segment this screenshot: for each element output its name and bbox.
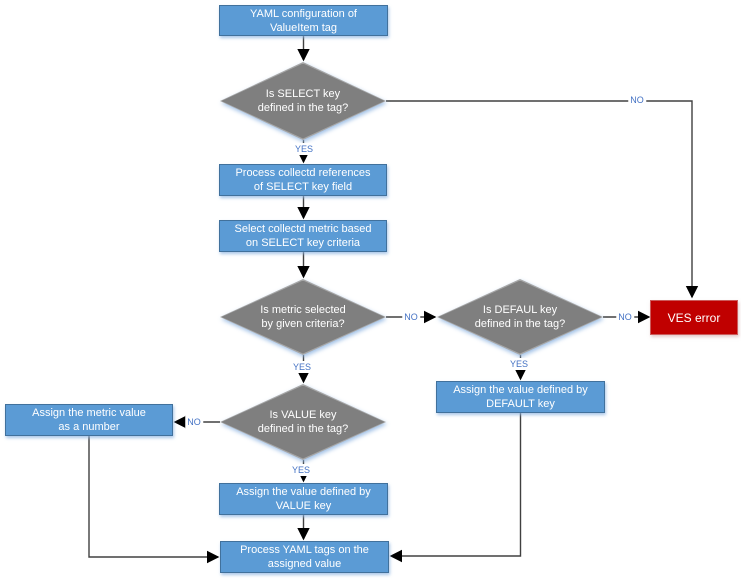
- edge-label-metric-yes: YES: [290, 361, 314, 373]
- edge-label-select-yes: YES: [292, 143, 316, 155]
- connector-assigndefault-to-processtags: [389, 413, 522, 563]
- edge-label-metric-no: NO: [402, 311, 420, 323]
- edge-label-default-no: NO: [616, 311, 634, 323]
- decision-value-key-label: Is VALUE key defined in the tag?: [257, 409, 349, 435]
- connector-assignmetric-to-processtags: [88, 436, 220, 564]
- decision-value-key: Is VALUE key defined in the tag?: [220, 384, 386, 460]
- node-assign-value-key: Assign the value defined by VALUE key: [219, 483, 388, 515]
- node-assign-metric-number: Assign the metric value as a number: [5, 404, 173, 436]
- decision-metric-selected-label: Is metric selected by given criteria?: [260, 304, 346, 330]
- decision-default-key-label: Is DEFAUL key defined in the tag?: [474, 304, 566, 330]
- edge-label-default-yes: YES: [507, 358, 531, 370]
- node-process-yaml-tags: Process YAML tags on the assigned value: [220, 541, 389, 573]
- node-ves-error: VES error: [650, 300, 738, 335]
- node-select-collectd-metric: Select collectd metric based on SELECT k…: [219, 220, 387, 252]
- decision-select-key-label: Is SELECT key defined in the tag?: [257, 88, 349, 114]
- edge-label-value-yes: YES: [289, 464, 313, 476]
- decision-default-key: Is DEFAUL key defined in the tag?: [437, 279, 603, 355]
- node-process-collectd-references: Process collectd references of SELECT ke…: [219, 164, 387, 196]
- node-yaml-configuration: YAML configuration of ValueItem tag: [219, 5, 388, 36]
- node-assign-default-key: Assign the value defined by DEFAULT key: [436, 381, 605, 413]
- edge-label-select-no: NO: [628, 94, 646, 106]
- edge-label-value-no: NO: [185, 416, 203, 428]
- decision-select-key: Is SELECT key defined in the tag?: [220, 62, 386, 140]
- connector-select-no-to-ves: [386, 100, 699, 299]
- decision-metric-selected: Is metric selected by given criteria?: [220, 279, 386, 355]
